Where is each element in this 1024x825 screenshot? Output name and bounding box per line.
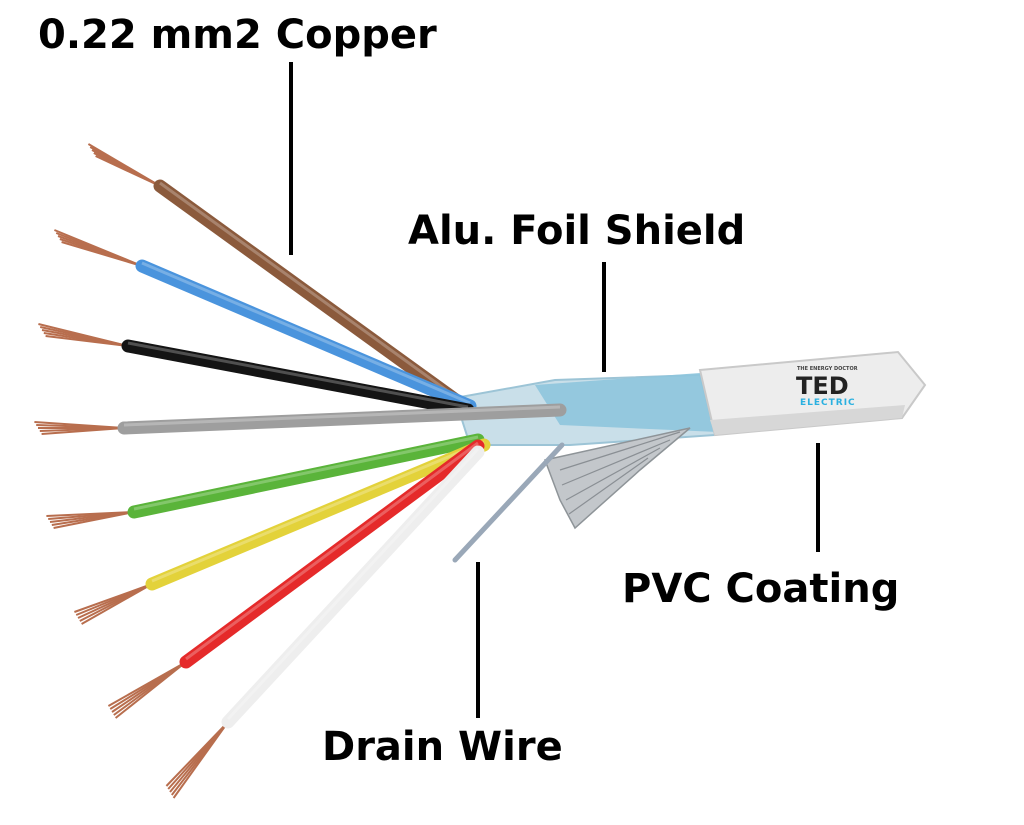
wire-highlight-green <box>133 435 479 511</box>
wire-highlight-grey <box>123 405 561 427</box>
wire-black <box>121 339 475 417</box>
ted-electric-logo: THE ENERGY DOCTOR TED ELECTRIC <box>796 366 858 408</box>
copper-strands-brown <box>87 143 161 187</box>
copper-label: 0.22 mm2 Copper <box>38 12 437 58</box>
wires-group <box>34 143 567 799</box>
wire-highlight-yellow <box>151 440 485 583</box>
foil-shield-fan-lines <box>559 431 681 515</box>
copper-strands-white <box>165 721 229 799</box>
wire-brown <box>153 179 467 410</box>
wire-highlight-red <box>185 441 479 661</box>
wire-white <box>221 445 485 729</box>
foil-shield-fan <box>543 427 691 530</box>
wire-yellow <box>145 438 491 591</box>
pvc-label: PVC Coating <box>622 566 899 612</box>
wire-green <box>127 433 485 519</box>
wire-highlight-black <box>127 341 469 409</box>
brand-name: TED <box>796 372 849 400</box>
copper-strands-black <box>38 323 129 347</box>
copper-strands-blue <box>54 229 143 267</box>
wire-grey <box>117 403 567 435</box>
drain-wire <box>452 442 565 563</box>
brand-tagline: THE ENERGY DOCTOR <box>797 366 858 372</box>
copper-strands-red <box>107 661 187 719</box>
brand-sub: ELECTRIC <box>800 398 856 408</box>
drain-label: Drain Wire <box>322 724 563 770</box>
wire-blue <box>135 259 477 413</box>
wire-highlight-white <box>226 447 480 721</box>
copper-strands-green <box>46 511 135 529</box>
copper-strands-grey <box>34 421 125 435</box>
foil-label: Alu. Foil Shield <box>408 208 745 254</box>
foil-shield-band <box>535 373 718 432</box>
pvc-jacket-shade <box>710 405 905 435</box>
wire-highlight-blue <box>141 261 471 405</box>
wire-highlight-brown <box>159 181 461 402</box>
wire-red <box>179 439 485 669</box>
copper-strands-yellow <box>74 583 153 625</box>
